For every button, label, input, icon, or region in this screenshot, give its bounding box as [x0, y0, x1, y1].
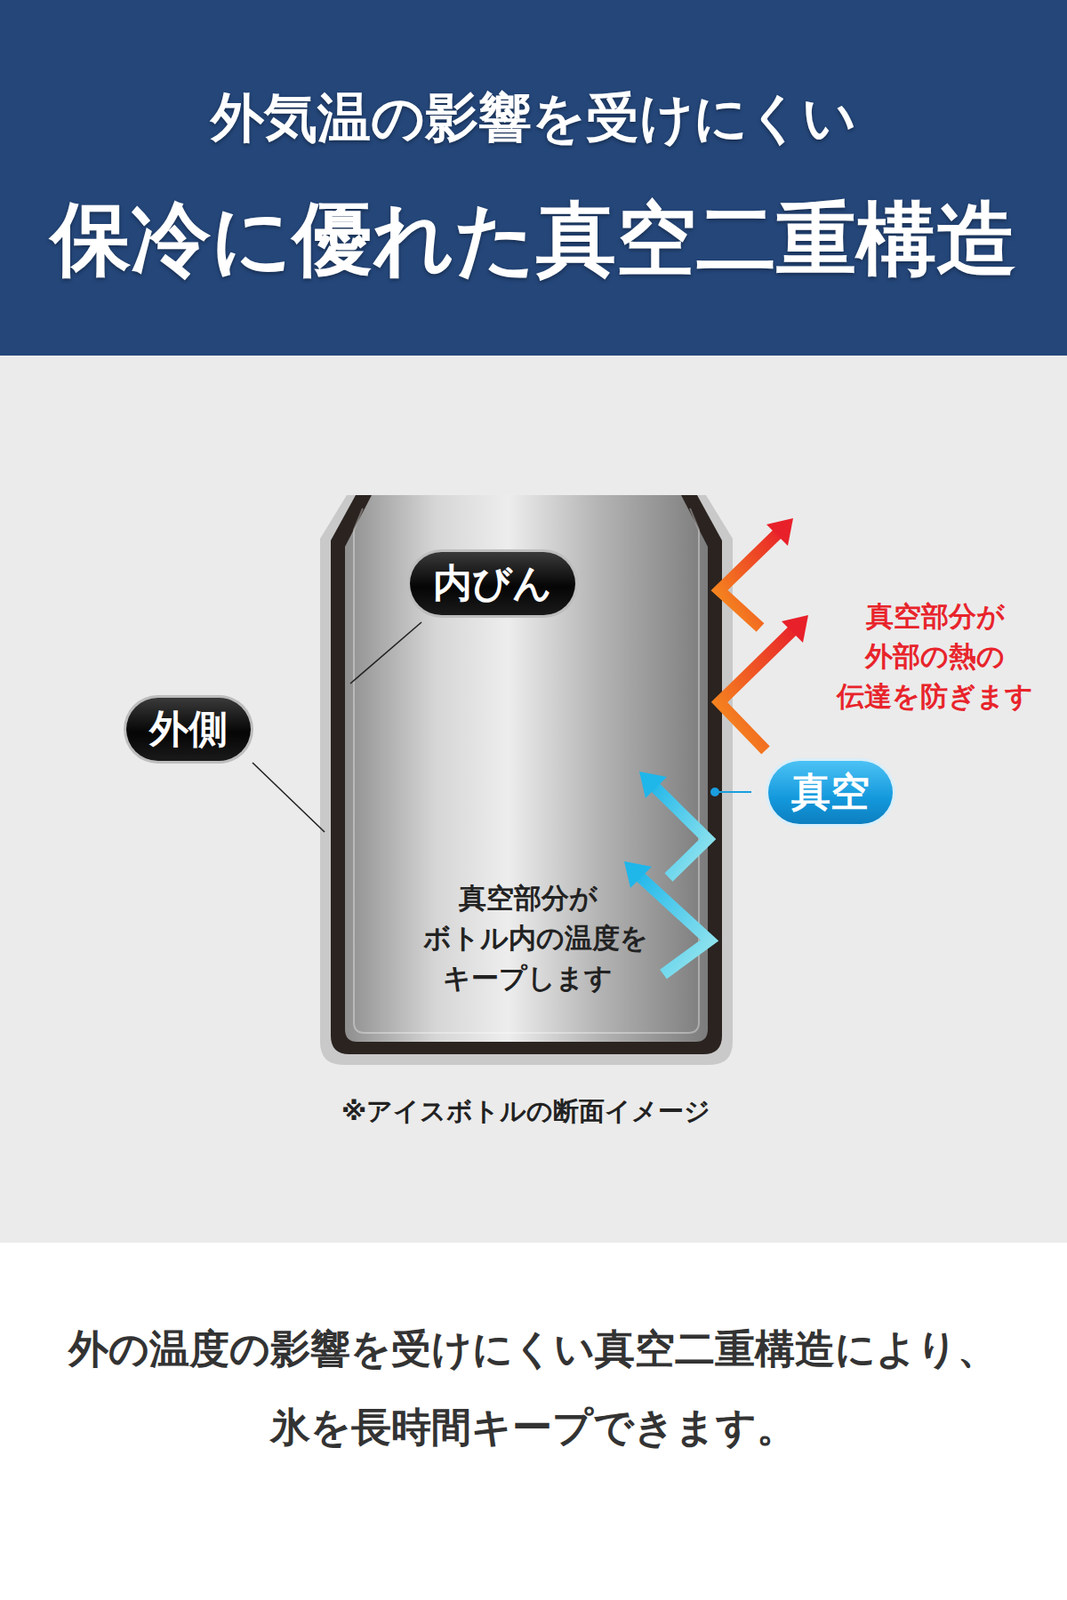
grey-panel — [0, 355, 1067, 1244]
leader-lines — [252, 622, 752, 833]
pill-text: 外側 — [149, 705, 228, 752]
main-title: 保冷に優れた真空二重構造 — [50, 194, 1017, 283]
keep-note: 真空部分が ボトル内の温度を キープします — [423, 878, 634, 999]
sub-title: 外気温の影響を受けにくい — [210, 88, 857, 147]
outer-side-label: 外側 — [126, 697, 251, 762]
heat-arrows — [719, 518, 809, 751]
inner-bottle-label: 内びん — [409, 552, 576, 616]
bottle-cross-section — [320, 495, 733, 1066]
cold-arrows — [624, 771, 710, 975]
vacuum-label: 真空 — [768, 761, 893, 825]
vacuum-dot — [710, 787, 720, 797]
header-band — [0, 0, 1067, 356]
pill-text: 真空 — [791, 769, 870, 815]
caption: 外の温度の影響を受けにくい真空二重構造により、 氷を長時間キープできます。 — [23, 1310, 1044, 1468]
heat-note: 真空部分が 外部の熱の 伝達を防ぎます — [830, 596, 1041, 717]
image-note: ※アイスボトルの断面イメージ — [341, 1095, 711, 1130]
pill-text: 内びん — [433, 560, 553, 606]
